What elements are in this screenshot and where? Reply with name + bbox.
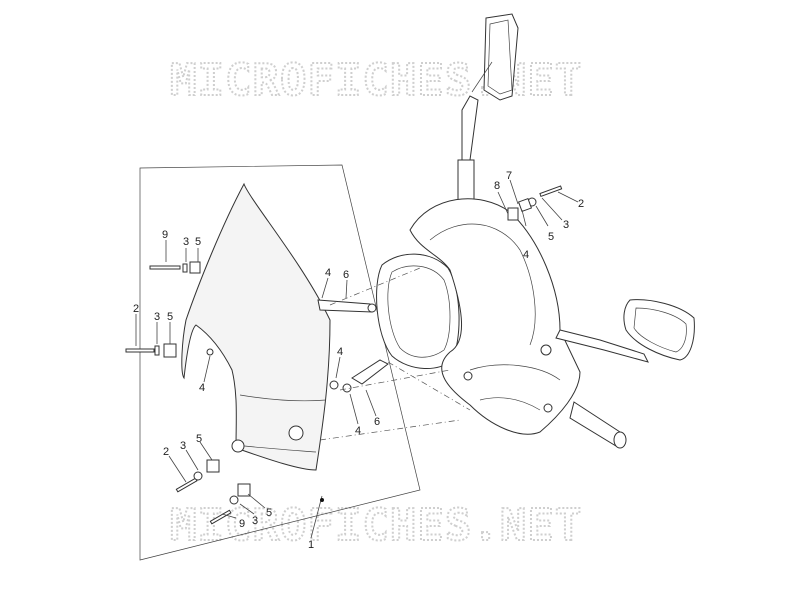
callout-5: 5 [548,231,554,243]
callout-9: 9 [239,518,245,530]
callout-6: 6 [374,416,380,428]
callout-2: 2 [578,198,584,210]
callout-4: 4 [199,382,205,394]
callout-6: 6 [343,269,349,281]
callout-1: 1 [308,539,314,551]
callout-3: 3 [183,236,189,248]
callout-labels: 1 2 2 2 3 3 3 3 3 4 4 4 4 4 5 5 5 5 5 6 … [133,170,584,551]
callout-5: 5 [195,236,201,248]
callout-9: 9 [162,229,168,241]
windscreen-group-outline [139,164,421,561]
callout-2: 2 [163,446,169,458]
callout-8: 8 [494,180,500,192]
reference-dot [320,498,324,502]
callout-5: 5 [167,311,173,323]
hardware-parts [125,185,563,525]
callout-3: 3 [563,219,569,231]
callout-7: 7 [506,170,512,182]
windscreen [181,182,331,471]
callout-3: 3 [154,311,160,323]
handlebar-assembly [376,13,695,449]
callout-5: 5 [196,433,202,445]
callout-4: 4 [325,267,331,279]
callout-4: 4 [355,425,361,437]
leader-lines [135,179,579,539]
callout-4: 4 [337,346,343,358]
callout-3: 3 [180,440,186,452]
callout-3: 3 [252,515,258,527]
callout-5: 5 [266,507,272,519]
watermark-top: MICROFICHES.NET [170,55,582,106]
watermark-bottom: MICROFICHES.NET [170,500,582,551]
callout-4: 4 [523,249,529,261]
callout-2: 2 [133,303,139,315]
